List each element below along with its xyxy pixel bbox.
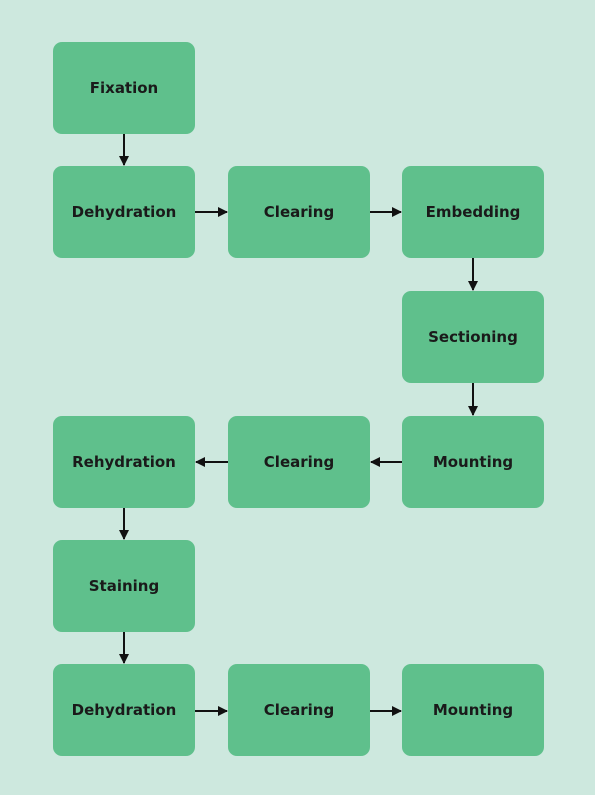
node-label: Clearing [263,203,335,221]
node-label: Rehydration [72,453,176,471]
node-label: Staining [88,577,160,595]
node-mounting-final: Mounting [402,664,544,756]
node-label: Mounting [432,453,514,471]
node-label: Mounting [432,701,514,719]
node-fixation: Fixation [53,42,195,134]
node-label: Embedding [425,203,521,221]
node-label: Dehydration [71,203,177,221]
node-dehydration: Dehydration [53,166,195,258]
node-dehydration-final: Dehydration [53,664,195,756]
node-staining: Staining [53,540,195,632]
node-rehydration: Rehydration [53,416,195,508]
node-clearing-final: Clearing [228,664,370,756]
node-label: Clearing [263,453,335,471]
node-label: Sectioning [428,328,518,346]
node-embedding: Embedding [402,166,544,258]
node-mounting: Mounting [402,416,544,508]
node-label: Clearing [263,701,335,719]
node-label: Dehydration [71,701,177,719]
node-sectioning: Sectioning [402,291,544,383]
node-clearing-second: Clearing [228,416,370,508]
node-clearing: Clearing [228,166,370,258]
node-label: Fixation [89,79,159,97]
